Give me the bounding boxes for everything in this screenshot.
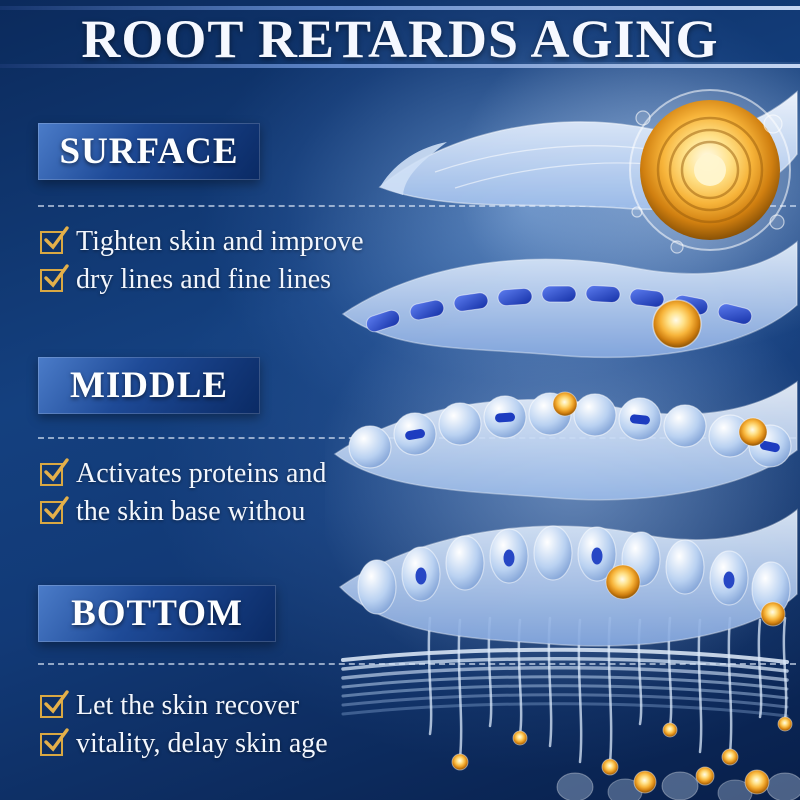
middle-layer-sheet <box>333 380 798 501</box>
section-label-surface: SURFACE <box>38 123 260 180</box>
benefit-item: the skin base withou <box>40 494 305 530</box>
checkbox-icon <box>40 689 69 718</box>
gold-actives <box>451 716 793 795</box>
benefit-text: dry lines and fine lines <box>76 264 332 295</box>
benefit-item: dry lines and fine lines <box>40 262 331 298</box>
benefit-item: Activates proteins and <box>40 456 326 492</box>
benefit-item: Tighten skin and improve <box>40 224 364 260</box>
header-rule-top <box>0 6 800 10</box>
checkbox-icon <box>40 495 69 524</box>
active-sphere <box>629 89 791 254</box>
capsule-layer-sheet <box>341 240 798 359</box>
benefit-text: Tighten skin and improve <box>76 226 364 257</box>
page-title: ROOT RETARDS AGING <box>81 9 719 69</box>
benefit-text: the skin base withou <box>76 496 306 527</box>
header-rule-bottom <box>0 64 800 68</box>
checkbox-icon <box>40 263 69 292</box>
benefit-text: Let the skin recover <box>76 690 300 721</box>
section-label-text: MIDDLE <box>69 365 229 406</box>
checkbox-icon <box>40 225 69 254</box>
checkbox-icon <box>40 457 69 486</box>
section-label-text: SURFACE <box>59 131 239 172</box>
section-label-bottom: BOTTOM <box>38 585 276 642</box>
bottom-layer-sheet <box>338 508 798 647</box>
skin-layers-illustration <box>325 62 800 800</box>
benefit-text: vitality, delay skin age <box>76 728 328 759</box>
benefit-item: vitality, delay skin age <box>40 726 328 762</box>
deep-cells <box>556 771 800 800</box>
benefit-item: Let the skin recover <box>40 688 299 724</box>
divider-surface <box>38 205 796 207</box>
benefit-text: Activates proteins and <box>76 458 327 489</box>
section-label-middle: MIDDLE <box>38 357 260 414</box>
section-label-text: BOTTOM <box>71 593 243 634</box>
checkbox-icon <box>40 727 69 756</box>
